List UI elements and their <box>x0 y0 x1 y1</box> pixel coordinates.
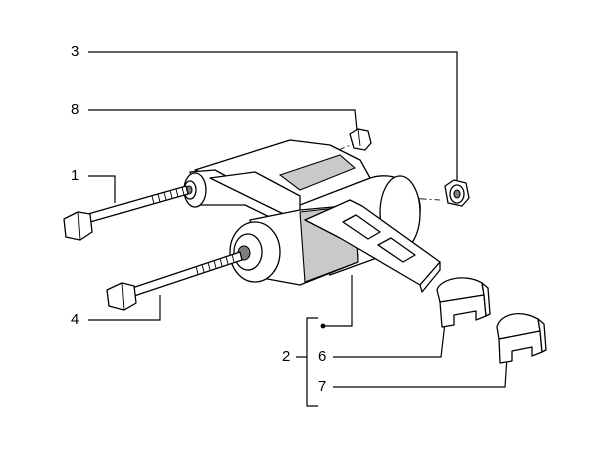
bolt-4-shank <box>131 251 243 297</box>
upper-arm-left <box>209 171 301 223</box>
callout-3: 3 <box>71 43 80 60</box>
callout-4: 4 <box>71 311 80 328</box>
callout-2: 2 <box>282 348 291 365</box>
top-plate-slot <box>278 154 357 191</box>
bolt-1-thread <box>151 186 185 205</box>
slot-lower <box>377 237 416 263</box>
slotted-plate-edge <box>419 261 441 293</box>
callout-7: 7 <box>318 378 327 395</box>
callout-8: 8 <box>71 101 80 118</box>
clip-6-side <box>481 282 491 317</box>
nut-8 <box>349 128 372 151</box>
slot-upper <box>342 214 381 240</box>
swing-arm-bracket <box>183 139 441 293</box>
nut-3 <box>444 179 470 207</box>
callout-6: 6 <box>318 348 327 365</box>
bolt-1 <box>63 185 189 241</box>
leader-4 <box>88 295 161 321</box>
bolt-1-shank <box>87 185 189 223</box>
bolt-4-thread <box>195 253 235 275</box>
clip-7 <box>496 313 547 364</box>
clip-6 <box>436 277 491 328</box>
leader-7 <box>333 356 508 388</box>
bolt-4 <box>106 251 243 311</box>
leader-6 <box>333 313 447 358</box>
leader-3 <box>88 51 458 180</box>
leader-8 <box>88 109 358 131</box>
leader-dot <box>324 275 353 327</box>
nut-3-bore <box>453 189 461 199</box>
bolt-4-head <box>106 282 137 311</box>
nut-8-body <box>349 128 372 151</box>
callout-1: 1 <box>71 167 80 184</box>
leader-dot-marker <box>320 323 326 329</box>
bracket-2 <box>306 317 318 407</box>
clip-7-side <box>537 318 547 353</box>
leader-1 <box>88 175 116 203</box>
